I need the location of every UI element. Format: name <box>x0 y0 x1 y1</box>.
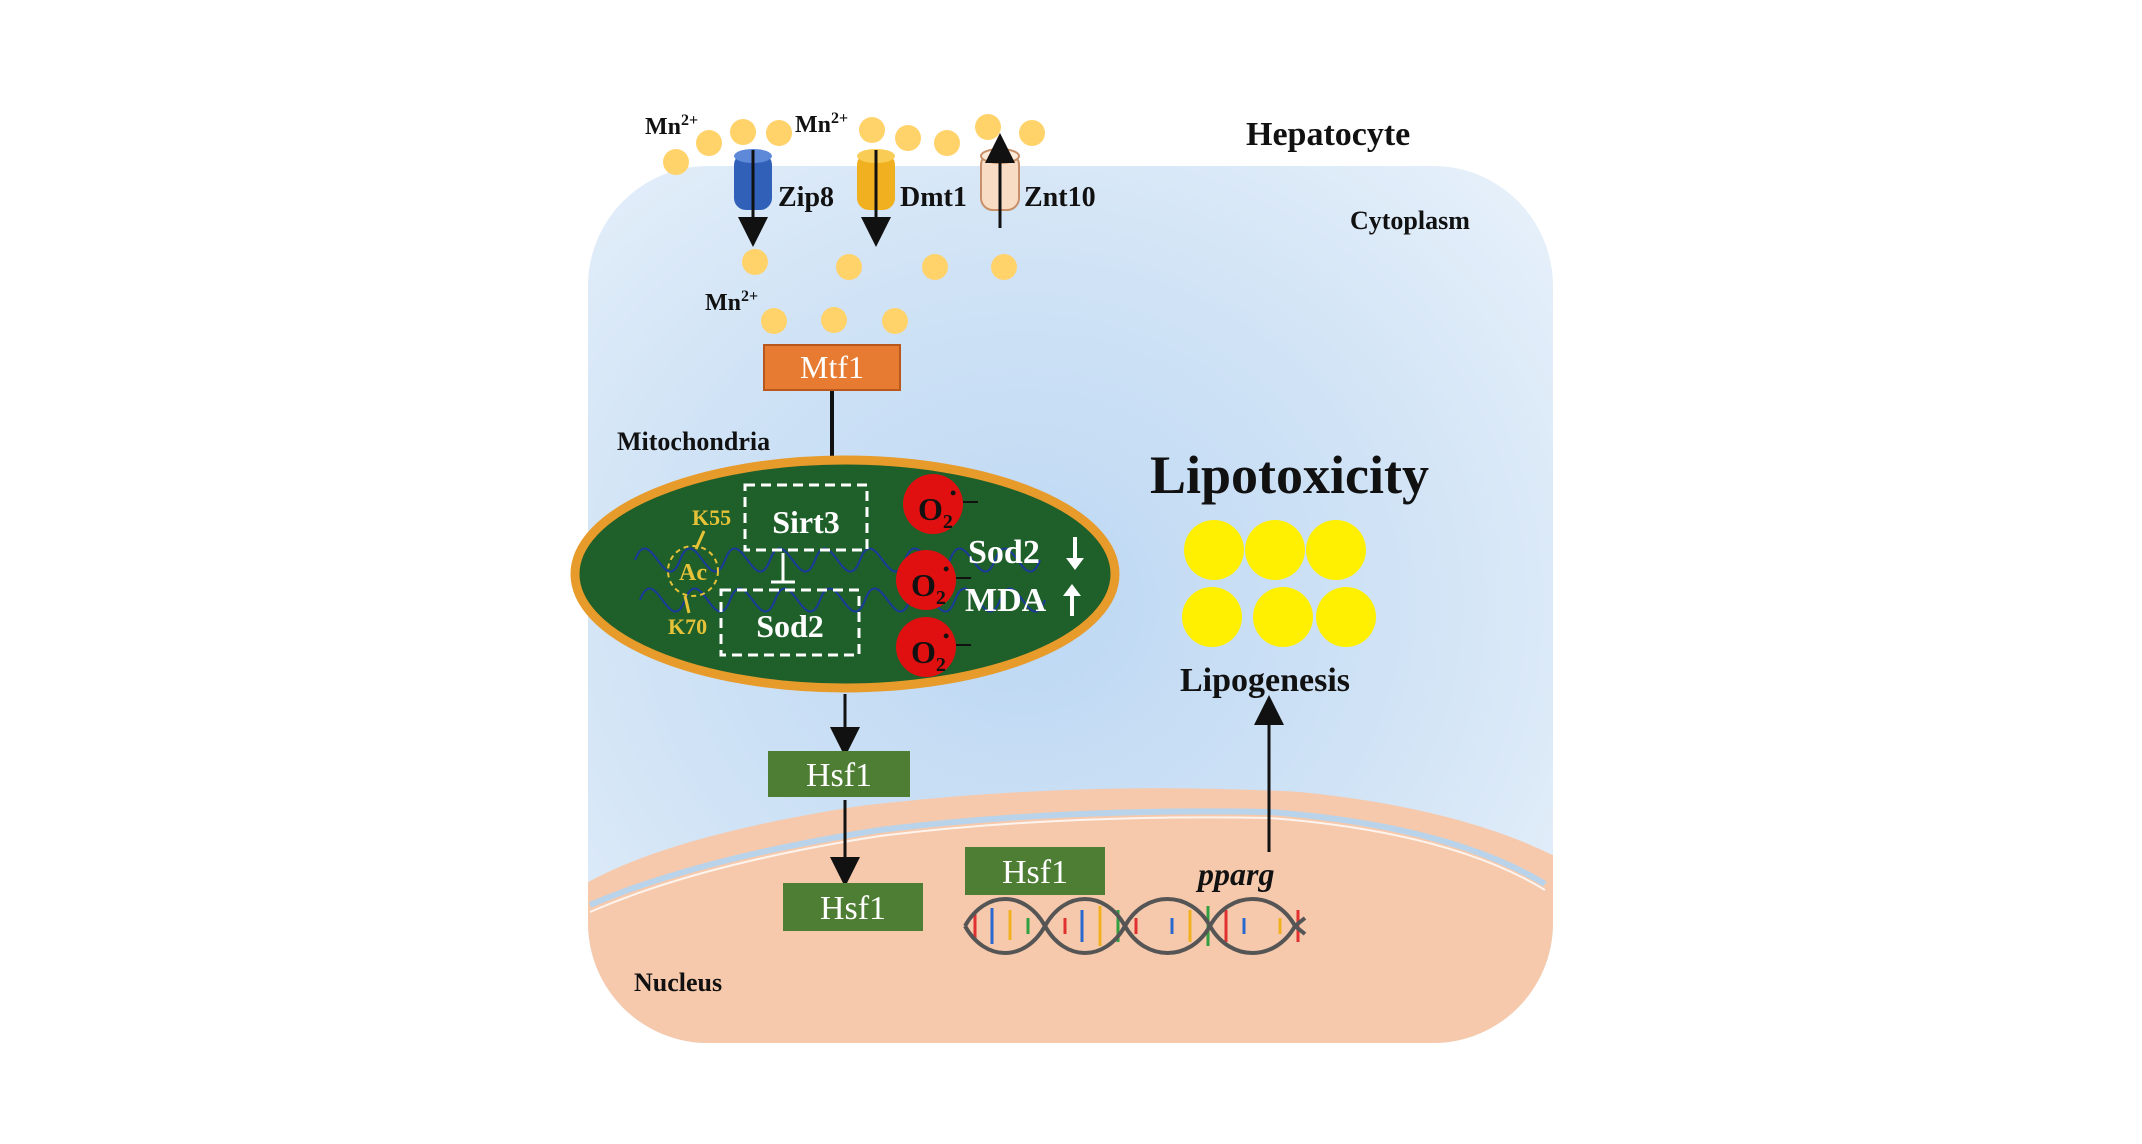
lipid-droplets <box>1182 520 1376 647</box>
sirt3-label: Sirt3 <box>772 504 840 540</box>
hsf1-cytoplasm-box <box>768 751 910 797</box>
svg-text:O2: O2 <box>911 567 946 609</box>
sod2-box <box>719 588 861 657</box>
pparg-label: pparg <box>1195 856 1274 892</box>
manganese-ions-intracellular <box>742 249 1017 334</box>
mtf1-label: Mtf1 <box>800 349 864 385</box>
lipotoxicity-title: Lipotoxicity <box>1150 445 1429 505</box>
mitochondria-label: Mitochondria <box>617 427 770 456</box>
ac-label: Ac <box>679 560 707 586</box>
hsf1-nucleus-label: Hsf1 <box>820 890 886 927</box>
arrow-down-icon <box>1066 537 1084 570</box>
hsf1-dna-box <box>965 847 1105 895</box>
mitochondrion <box>570 455 1120 693</box>
k55-label: K55 <box>692 505 731 530</box>
k70-label: K70 <box>668 614 707 639</box>
k70-link <box>683 595 691 614</box>
sirt3-inhibits-sod2 <box>771 553 795 584</box>
hsf1-nucleus-box <box>783 883 923 931</box>
mda-increase-label: MDA <box>965 582 1047 619</box>
svg-text:•: • <box>943 559 949 579</box>
lipogenesis-label: Lipogenesis <box>1180 662 1350 699</box>
mtf1-box <box>763 344 901 391</box>
sod2-decrease-label: Sod2 <box>968 534 1040 571</box>
znt10-transporter <box>980 133 1020 228</box>
nucleus-region <box>588 788 1553 1043</box>
hsf1-cytoplasm-label: Hsf1 <box>806 757 872 794</box>
dmt1-label: Dmt1 <box>900 182 967 213</box>
zip8-transporter <box>734 149 772 247</box>
sirt3-box <box>743 483 869 552</box>
mitochondrial-cristae <box>634 547 1046 613</box>
svg-text:•: • <box>950 483 956 503</box>
sod2-label: Sod2 <box>756 608 824 644</box>
superoxide-radical: O2 • <box>896 617 971 677</box>
superoxide-radical: O2 • <box>903 474 978 534</box>
svg-text:O2: O2 <box>918 491 953 533</box>
dmt1-transporter <box>857 149 895 247</box>
cytoplasm-label: Cytoplasm <box>1350 206 1470 235</box>
dna-helix <box>963 897 1307 955</box>
manganese-ions-extracellular <box>663 114 1045 175</box>
nucleus-label: Nucleus <box>634 968 722 997</box>
svg-text:•: • <box>943 626 949 646</box>
arrow-up-icon <box>1063 584 1081 616</box>
svg-text:O2: O2 <box>911 634 946 676</box>
mn-ion-label-inner: Mn2+ <box>705 288 758 316</box>
acetyl-group <box>667 545 719 597</box>
mn-ion-label-left: Mn2+ <box>645 112 698 140</box>
hepatocyte-label: Hepatocyte <box>1246 116 1410 153</box>
hsf1-dna-label: Hsf1 <box>1002 854 1068 891</box>
mn-ion-label-middle: Mn2+ <box>795 110 848 138</box>
zip8-label: Zip8 <box>778 182 834 213</box>
znt10-label: Znt10 <box>1024 182 1096 213</box>
superoxide-radical: O2 • <box>896 550 971 610</box>
